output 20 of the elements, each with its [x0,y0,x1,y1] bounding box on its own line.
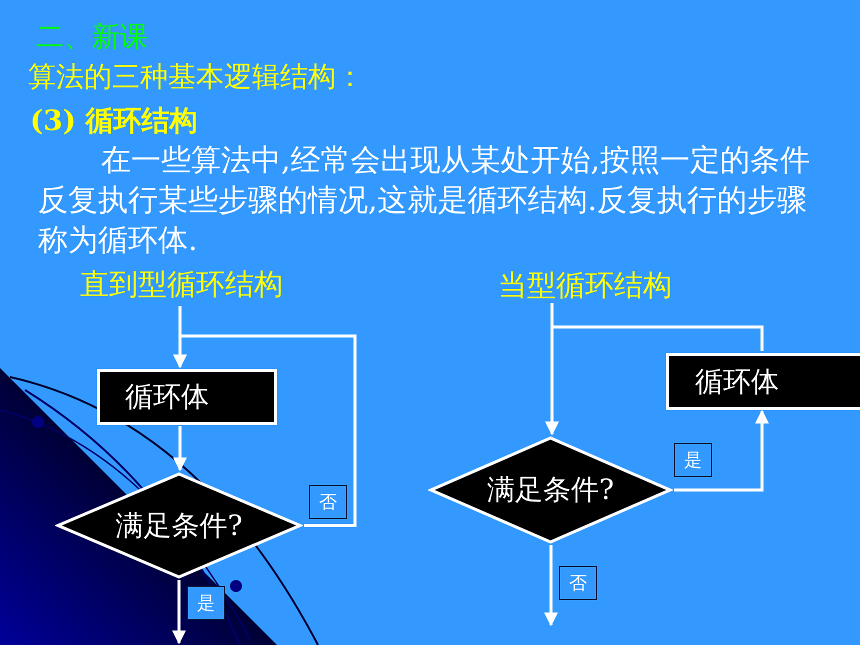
process-box: 循环体 [97,369,277,425]
edge-label: 否 [309,485,347,519]
arrow [674,410,769,492]
arrow [544,545,558,626]
edge-label: 是 [674,443,712,477]
edge-label: 是 [187,586,225,620]
flowchart-title: 直到型循环结构 [80,265,283,305]
flowchart-title: 当型循环结构 [498,266,672,306]
edge-label: 否 [559,566,597,600]
paragraph: 在一些算法中,经常会出现从某处开始,按照一定的条件反复执行某些步骤的情况,这就是循环结构.反复执行的步骤称为循环体. [38,142,812,260]
process-box: 循环体 [666,353,860,410]
arrow [173,426,187,472]
subheading: 算法的三种基本逻辑结构： [28,59,364,95]
section-heading: (3) 循环结构 [30,103,198,139]
decision-diamond: 满足条件? [428,436,673,544]
heading: 二、新课 [36,19,148,55]
arrow [172,580,186,644]
decision-diamond: 满足条件? [55,472,303,579]
arrow [173,334,356,527]
arrow [545,326,764,436]
